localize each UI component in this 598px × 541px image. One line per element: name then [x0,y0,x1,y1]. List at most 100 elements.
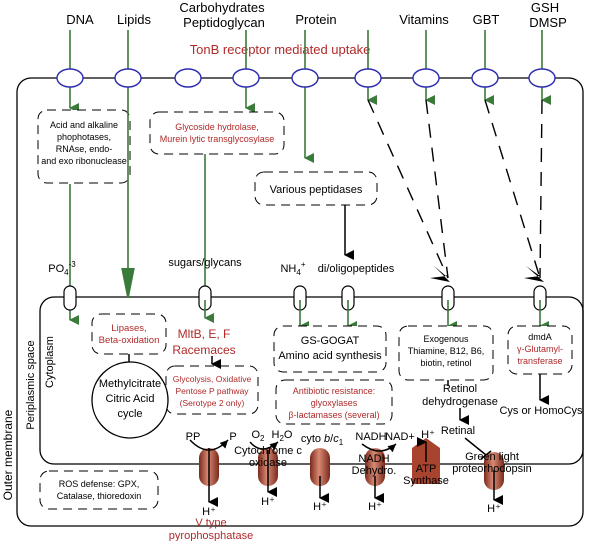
cytochrome-c-oxidase [249,441,279,497]
dmda-line-3: transferase [517,356,562,366]
nadh-dehydrogenase [361,443,397,503]
glycoside-box [149,111,285,155]
substrate-gbt: GBT [473,12,500,27]
exogenous-box [398,325,494,381]
nadh-dehydro-line-1: NADH [358,453,389,465]
dmda-line-2: γ-Glutamyl- [517,344,563,354]
ros-line-1: ROS defense: GPX, [59,479,140,489]
periplasmic-space-label: Periplasmic space [25,340,37,429]
glycolysis-line-3: (Serotype 2 only) [180,398,245,408]
substrate-gsh: GSH [531,0,559,15]
cytochrome-c-hplus: H⁺ [261,496,275,508]
citric-line-1: Methylcitrate [99,378,161,390]
exogenous-line-1: Exogenous [423,334,469,344]
o2-to-h2o-arrow [249,441,279,451]
phosphate-label: PO4-3 [48,260,76,277]
antibiotic-line-2: glyoxylases [311,398,358,408]
nucleases-line-4: and exo ribonuclease [41,156,127,166]
h2o-label: H2O [272,429,293,443]
citric-line-3: cycle [117,408,142,420]
porin [471,68,499,88]
porin [56,68,84,88]
atp-synthase-line-1: ATP [416,463,437,475]
cytoplasm-label: Cytoplasm [44,336,56,388]
exogenous-line-3: biotin, retinol [420,358,471,368]
atp-hplus: H⁺ [421,429,435,441]
peptidases-box [254,171,378,206]
tonb-label: TonB receptor mediated uptake [190,42,371,57]
substrate-peptidoglycan: Peptidoglycan [183,15,265,30]
green-light-line-1: Green light [465,451,519,463]
substrate-vitamins: Vitamins [399,12,449,27]
glycolysis-line-2: Pentose P pathway [175,386,249,396]
nadh-cylinder [365,448,385,486]
citric-line-2: Citric Acid [106,393,155,405]
retinol-line-1: Retinol [443,383,477,395]
vitamins-dash-2 [425,99,449,279]
peptidases-label: Various peptidases [270,184,363,196]
ros-line-2: Catalase, thioredoxin [57,491,142,501]
nadh-dehydro-line-2: Dehydro. [352,465,397,477]
v-type-hplus: H⁺ [202,506,216,518]
v-type-pyrophosphatase [189,439,229,507]
porin [232,68,260,88]
cytochrome-bc1-cylinder [310,448,330,486]
cyto-bc1-label: cyto b/c1 [301,433,344,447]
substrate-lipids: Lipids [117,12,151,27]
gsgogat-line-2: Amino acid synthesis [278,350,382,362]
outer-membrane-porins [56,68,556,88]
nucleases-line-1: Acid and alkaline [50,120,118,130]
gsgogat-line-1: GS-GOGAT [301,335,360,347]
vitamins-arrowhead [430,266,450,282]
retinal-label: Retinal [441,425,475,437]
nadh-hplus: H⁺ [368,501,382,513]
lipases-box [91,313,167,355]
glycoside-line-2: Murein lytic transglycosylase [160,134,275,144]
substrate-carbohydrates: Carbohydrates [179,0,265,15]
inner-membrane-channels [63,285,547,311]
antibiotic-line-3: β-lactamases (several) [288,410,379,420]
porin [114,68,142,88]
gbt-dash [484,99,541,279]
glycolysis-line-1: Glycolysis, Oxidative [173,374,252,384]
pp-label: PP [186,431,201,443]
retinal-to-proteorhodopsin-bar [480,450,492,460]
lipases-line-1: Lipases, [111,323,146,334]
p-label: P [229,431,236,443]
mlt-line-2: Racemaces [172,343,235,357]
v-type-line-1: V type [195,517,226,529]
v-type-line-2: pyrophosphatase [169,530,253,541]
ammonium-label: NH4+ [280,260,305,277]
sugars-label: sugars/glycans [168,257,242,269]
citric-acid-cycle [91,361,169,439]
cys-label: Cys or HomoCys [499,405,583,417]
cytochrome-bc1-hplus: H⁺ [313,501,327,513]
nucleases-line-3: RNAse, endo- [56,144,113,154]
nadh-label: NADH [355,431,386,443]
antibiotic-line-1: Antibiotic resistance: [293,386,376,396]
o2-label: O2 [251,429,265,443]
vitamins-dash-1 [367,99,449,279]
atp-synthase-line-2: Synthase [403,475,449,487]
substrate-protein: Protein [295,12,336,27]
nadh-to-nad-arrow [361,443,397,453]
phosphate-channel [63,285,77,311]
ros-box [39,470,159,510]
porin [291,68,319,88]
proteorhodopsin [484,452,504,505]
porin [354,68,382,88]
nucleases-line-2: phophotases, [57,132,111,142]
dmda-line-1: dmdA [528,332,552,342]
nucleases-box [37,109,131,184]
oligopeptides-label: di/oligopeptides [318,263,395,275]
porin [528,68,556,88]
proteorhodopsin-hplus: H⁺ [487,503,501,515]
gsh-dash [539,99,543,279]
lipases-line-2: Beta-oxidation [99,335,160,346]
porin [412,68,440,88]
glycoside-line-1: Glycoside hydrolase, [175,122,259,132]
exogenous-line-2: Thiamine, B12, B6, [408,346,485,356]
porin [174,68,202,88]
green-light-line-2: proteorhodopsin [452,463,532,475]
